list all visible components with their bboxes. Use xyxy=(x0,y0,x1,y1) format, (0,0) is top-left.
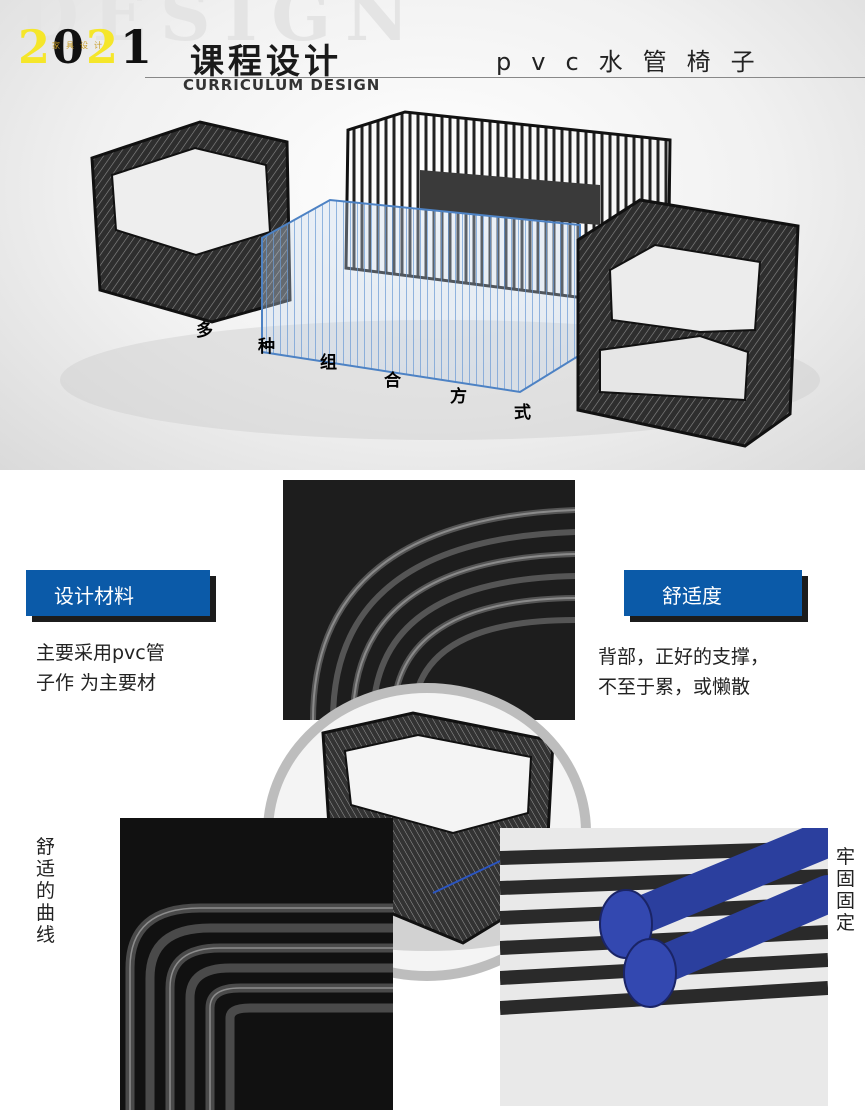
combo-caption-char: 合 xyxy=(384,370,402,391)
curve-vertical-caption: 舒 适 的 曲 线 xyxy=(36,836,56,946)
caption-char: 固 xyxy=(836,890,856,912)
comfort-heading: 舒适度 xyxy=(662,584,722,608)
caption-char: 牢 xyxy=(836,846,856,868)
combo-caption-char: 种 xyxy=(257,336,275,357)
year-subtitle: 家具设计 xyxy=(52,41,108,50)
curve-closeup-photo xyxy=(120,818,393,1110)
material-heading: 设计材料 xyxy=(54,584,134,608)
fixing-vertical-caption: 牢 固 固 定 xyxy=(836,846,856,934)
comfort-heading-badge: 舒适度 xyxy=(624,570,802,616)
caption-char: 曲 xyxy=(36,902,56,924)
combo-caption-char: 多 xyxy=(196,320,213,341)
combo-caption-char: 式 xyxy=(514,402,531,423)
caption-char: 定 xyxy=(836,912,856,934)
course-title: 课程设计 xyxy=(190,42,342,82)
comfort-description: 背部，正好的支撑， 不至于累，或懒散 xyxy=(598,642,860,702)
material-text-line: 主要采用pvc管 xyxy=(36,642,165,664)
caption-char: 的 xyxy=(36,880,56,902)
year-digit: 0 xyxy=(52,20,87,74)
hero-render: DESIGN 2021 家具设计 课程设计 CURRICULUM DESIGN … xyxy=(0,0,865,470)
product-title: pvc水管椅子 xyxy=(496,48,775,76)
year-digit: 1 xyxy=(120,20,155,74)
backrest-closeup-photo xyxy=(283,480,575,720)
material-description: 主要采用pvc管 子作 为主要材 xyxy=(36,638,276,698)
caption-char: 舒 xyxy=(36,836,56,858)
material-heading-badge: 设计材料 xyxy=(26,570,210,616)
comfort-text-line: 背部，正好的支撑， xyxy=(598,646,770,668)
combo-caption-char: 组 xyxy=(320,352,337,373)
combo-caption-char: 方 xyxy=(450,386,467,407)
year-badge: 2021 xyxy=(18,20,154,74)
header-divider xyxy=(145,77,865,78)
caption-char: 适 xyxy=(36,858,56,880)
material-text-line: 子作 为主要材 xyxy=(36,672,157,694)
furniture-combo-render: 多 种 组 合 方 式 xyxy=(60,110,820,448)
caption-char: 固 xyxy=(836,868,856,890)
caption-char: 线 xyxy=(36,924,56,946)
background-watermark-word: DESIGN xyxy=(18,0,424,57)
course-subtitle: CURRICULUM DESIGN xyxy=(183,76,381,94)
comfort-text-line: 不至于累，或懒散 xyxy=(598,676,751,698)
rod-fixing-photo xyxy=(500,828,828,1106)
year-digit: 2 xyxy=(18,20,53,74)
year-digit: 2 xyxy=(86,20,121,74)
